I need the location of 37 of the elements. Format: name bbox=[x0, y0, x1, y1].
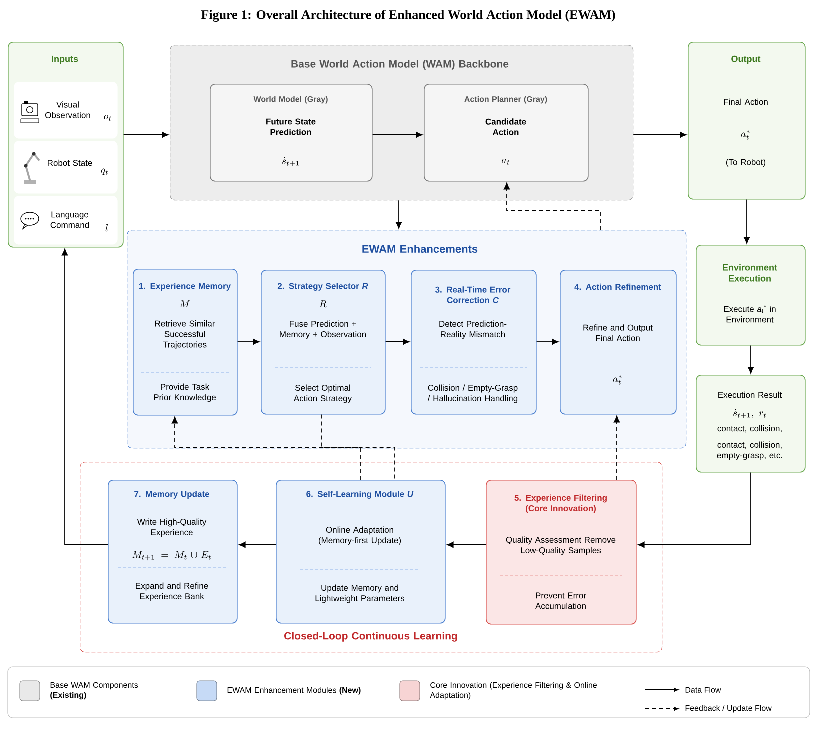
input-row: Language Command $l$ bbox=[14, 196, 118, 245]
arrow bbox=[633, 132, 687, 138]
module-box: 2. Strategy Selector R $R$ Fuse Prediction + Memory + Observation Select Optimal Action Strategy bbox=[261, 270, 386, 415]
arrow bbox=[372, 132, 423, 138]
arrow bbox=[385, 338, 410, 346]
input-row: Robot State $q_t$ bbox=[14, 141, 118, 194]
module-box: 7. Memory Update Write High-Quality Experience $M_{t+1} = M_t \cup E_t$ Expand and Refine Experience Bank bbox=[108, 480, 238, 624]
module-box: 3. Real-Time Error Correction C Detect Prediction-Reality Mismatch Collision / Empty-Grasp / Hallucination Handling bbox=[411, 270, 537, 415]
arrow bbox=[396, 200, 402, 229]
output-box: Output Final Action $a_t^*$ (To Robot) bbox=[688, 42, 806, 200]
result-box: Execution Result $\dot{s}_{t+1},\ r_t$ contact, collision, contact, collision, empty-grasp, etc. bbox=[696, 375, 806, 473]
model-box: World Model (Gray) Future State Prediction $\dot{s}_{t+1}$ bbox=[210, 84, 373, 182]
module-box: 5. Experience Filtering (Core Innovation) Quality Assessment Remove Low-Quality Samples Prevent Error Accumulation bbox=[486, 480, 637, 625]
arrow bbox=[748, 345, 754, 374]
arrow bbox=[446, 542, 486, 548]
legend-text: Feedback / Update Flow bbox=[686, 705, 772, 713]
module-box: 4. Action Refinement Refine and Output Final Action $a_t^*$ bbox=[560, 270, 677, 415]
arrow bbox=[62, 248, 108, 546]
arrow bbox=[237, 338, 260, 346]
arrow bbox=[172, 416, 362, 480]
arrow bbox=[744, 199, 750, 244]
arrow bbox=[123, 132, 169, 138]
arrow bbox=[614, 416, 620, 480]
legend-text: EWAM Enhancement Modules (New) bbox=[228, 687, 361, 695]
arrow bbox=[638, 472, 752, 548]
module-box: 6. Self-Learning Module U Online Adaptation (Memory-first Update) Update Memory and Lightweight Parameters bbox=[276, 480, 446, 624]
process-box: Environment Execution Execute a$_{t}$$^{*}$ in Environment bbox=[696, 245, 806, 346]
arrow bbox=[536, 338, 559, 346]
arrow bbox=[238, 542, 276, 548]
legend-text: Core Innovation (Experience Filtering & Online Adaptation) bbox=[430, 682, 597, 700]
legend-text: Data Flow bbox=[686, 687, 722, 693]
model-box: Action Planner (Gray) Candidate Action $a_t$ bbox=[424, 84, 589, 182]
input-row: Visual Observation $o_t$ bbox=[14, 82, 118, 139]
arrow bbox=[504, 182, 602, 230]
module-box: 1. Experience Memory $M$ Retrieve Similar Successful Trajectories Provide Task Prior Knowledge bbox=[133, 269, 238, 416]
title: Figure 1: Overall Architecture of Enhanced World Action Model (EWAM) bbox=[201, 10, 616, 22]
legend-text: Base WAM Components (Existing) bbox=[50, 682, 138, 700]
